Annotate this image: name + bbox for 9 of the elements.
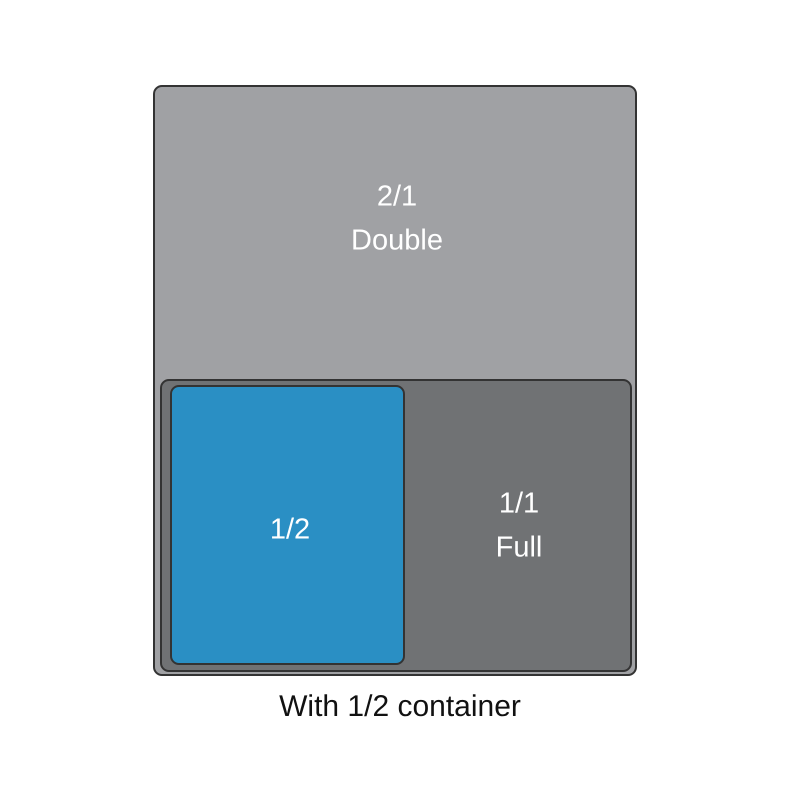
size-label: 2/1 bbox=[376, 180, 418, 214]
size-label: 1/2 bbox=[270, 512, 310, 548]
container-box bbox=[170, 385, 405, 665]
size-label: Double bbox=[351, 223, 443, 258]
size-label: 1/1 bbox=[498, 486, 540, 522]
pan-box bbox=[160, 379, 632, 672]
size-label: Full bbox=[496, 530, 542, 565]
caption: With 1/2 container bbox=[279, 690, 521, 723]
pan-box bbox=[153, 85, 637, 676]
